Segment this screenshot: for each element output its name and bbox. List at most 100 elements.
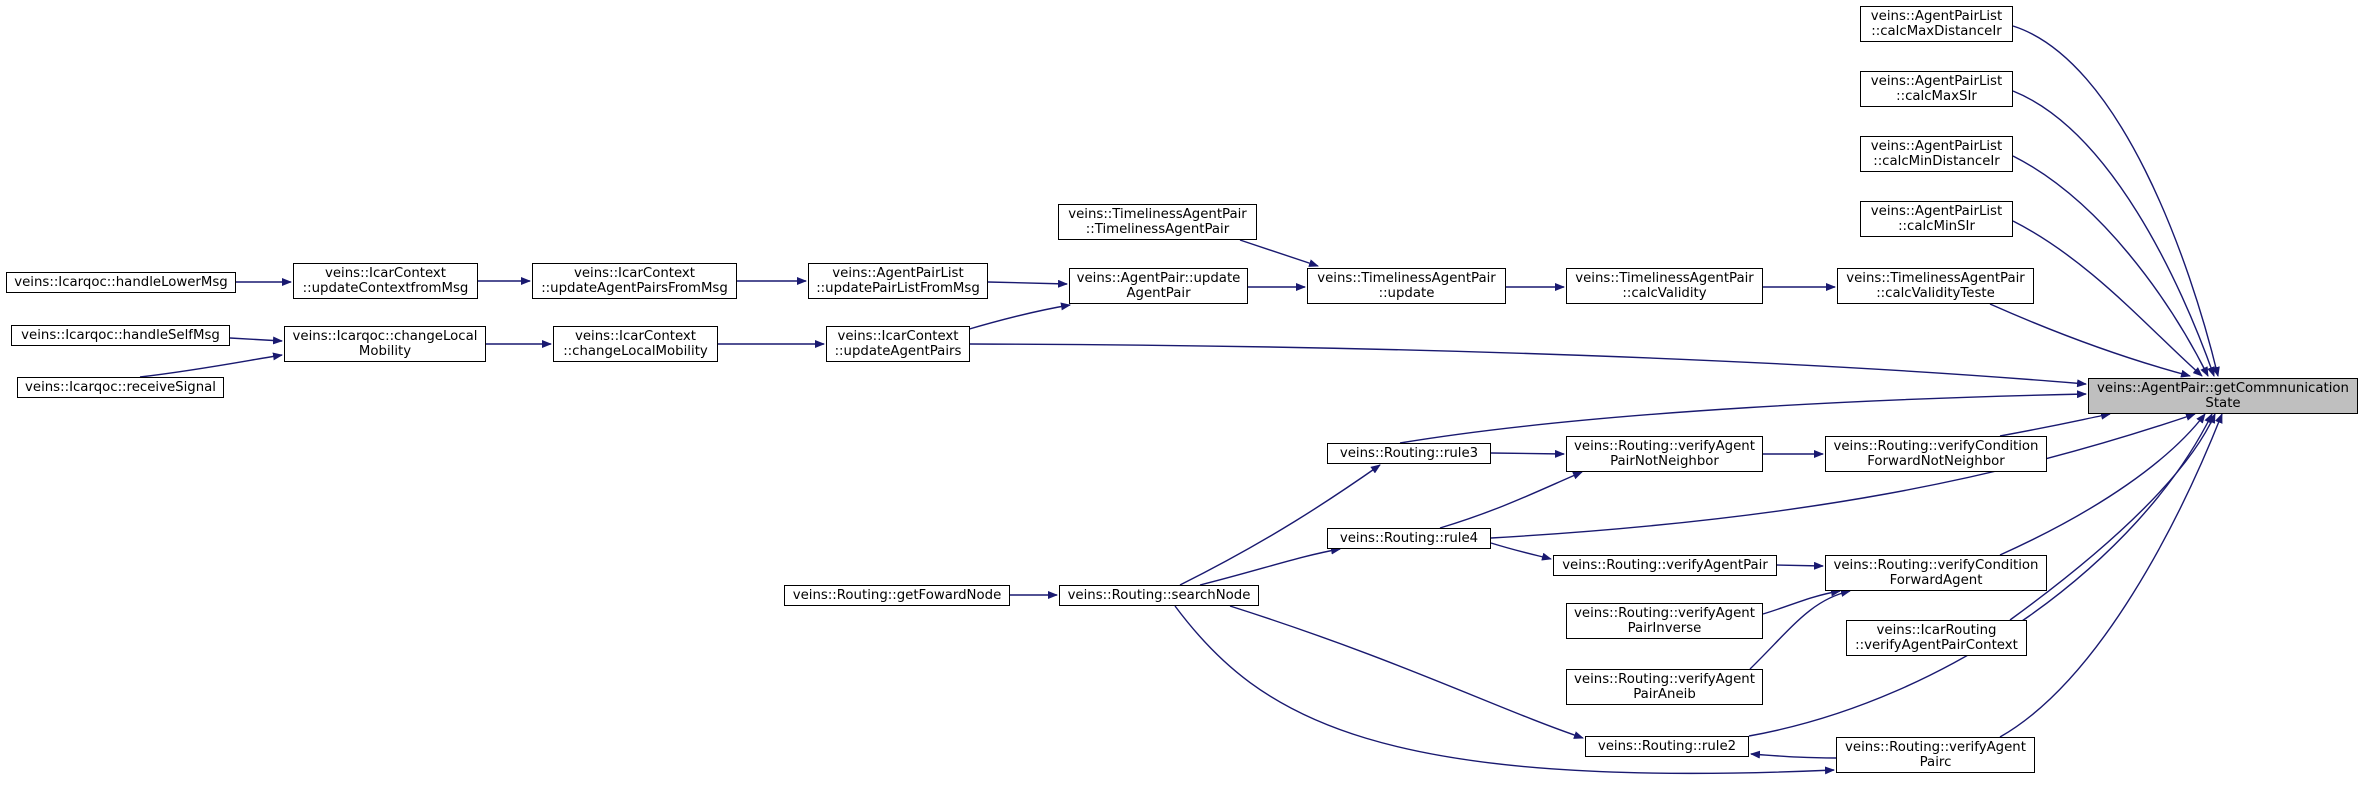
node-label: veins::Icarqoc::receiveSignal xyxy=(25,380,216,395)
node-verifyAgentPairInverse[interactable]: veins::Routing::verifyAgent PairInverse xyxy=(1566,603,1763,639)
node-label: AgentPair xyxy=(1126,286,1191,301)
node-label: veins::AgentPairList xyxy=(1870,139,2003,154)
node-label: veins::Routing::verifyCondition xyxy=(1833,439,2039,454)
node-getCommunicationState: veins::AgentPair::getCommnunication Stat… xyxy=(2088,378,2358,414)
node-label: State xyxy=(2205,396,2241,411)
node-verifyAgentPairc[interactable]: veins::Routing::verifyAgent Pairc xyxy=(1836,737,2035,773)
edge-searchNode-to-rule4 xyxy=(1199,546,1341,586)
node-label: Mobility xyxy=(358,344,412,359)
node-label: veins::IcarContext xyxy=(837,329,959,344)
node-label: veins::Routing::verifyCondition xyxy=(1833,558,2039,573)
node-calcMinDistanceIr[interactable]: veins::AgentPairList ::calcMinDistanceIr xyxy=(1860,136,2013,172)
edge-rule3-to-target xyxy=(1399,390,2087,444)
node-label: ::calcMinDistanceIr xyxy=(1873,154,2000,169)
edge-verifyAgentPairContext-to-target xyxy=(2009,413,2216,621)
node-verifyAgentPairContext[interactable]: veins::IcarRouting ::verifyAgentPairCont… xyxy=(1846,620,2027,656)
node-updateAgentPairsFromMsg[interactable]: veins::IcarContext ::updateAgentPairsFro… xyxy=(532,263,737,299)
node-label: ::update xyxy=(1378,286,1435,301)
node-label: PairInverse xyxy=(1627,621,1702,636)
node-verifyAgentPair[interactable]: veins::Routing::verifyAgentPair xyxy=(1553,555,1777,576)
node-label: veins::Routing::rule4 xyxy=(1339,531,1479,546)
node-label: ::changeLocalMobility xyxy=(563,344,708,359)
node-label: veins::IcarRouting xyxy=(1876,623,1997,638)
node-label: veins::Routing::verifyAgent xyxy=(1574,439,1755,454)
node-rule2[interactable]: veins::Routing::rule2 xyxy=(1585,736,1749,757)
node-ctxChangeLocalMobility[interactable]: veins::IcarContext ::changeLocalMobility xyxy=(553,326,718,362)
node-handleLowerMsg[interactable]: veins::Icarqoc::handleLowerMsg xyxy=(6,272,236,293)
node-updateContextfromMsg[interactable]: veins::IcarContext ::updateContextfromMs… xyxy=(293,263,478,299)
node-receiveSignal[interactable]: veins::Icarqoc::receiveSignal xyxy=(17,377,224,398)
edge-handleSelfMsg xyxy=(229,336,283,345)
node-label: veins::TimelinessAgentPair xyxy=(1068,207,1247,222)
node-updateAgentPairs[interactable]: veins::IcarContext ::updateAgentPairs xyxy=(826,326,970,362)
node-label: veins::Routing::verifyAgent xyxy=(1574,672,1755,687)
node-handleSelfMsg[interactable]: veins::Icarqoc::handleSelfMsg xyxy=(11,325,230,346)
node-label: veins::Routing::verifyAgent xyxy=(1574,606,1755,621)
node-label: ::TimelinessAgentPair xyxy=(1085,222,1230,237)
node-label: ::calcMaxSIr xyxy=(1896,89,1977,104)
node-getFowardNode[interactable]: veins::Routing::getFowardNode xyxy=(784,585,1010,606)
node-calcMinSIr[interactable]: veins::AgentPairList ::calcMinSIr xyxy=(1860,201,2013,237)
edge-rule4-to-target xyxy=(1490,413,2196,539)
edge-tapCtor xyxy=(1239,239,1319,267)
node-verifyAgentPairAneib[interactable]: veins::Routing::verifyAgent PairAneib xyxy=(1566,669,1763,705)
node-label: veins::AgentPairList xyxy=(1870,9,2003,24)
node-label: ::updateContextfromMsg xyxy=(302,281,469,296)
edge-receiveSignal xyxy=(139,352,283,378)
edge-rule4-to-verifyAgentPairNotNeighbor xyxy=(1439,471,1583,529)
node-label: veins::Routing::searchNode xyxy=(1067,588,1251,603)
node-label: ::updateAgentPairs xyxy=(834,344,962,359)
node-label: Pairc xyxy=(1919,755,1952,770)
node-searchNode[interactable]: veins::Routing::searchNode xyxy=(1059,585,1259,606)
node-calcValidity[interactable]: veins::TimelinessAgentPair ::calcValidit… xyxy=(1566,268,1763,304)
node-tapCtor[interactable]: veins::TimelinessAgentPair ::TimelinessA… xyxy=(1058,204,1257,240)
node-verifyAgentPairNotNeighbor[interactable]: veins::Routing::verifyAgent PairNotNeigh… xyxy=(1566,436,1763,472)
node-label: veins::IcarContext xyxy=(574,266,695,281)
edge-verifyConditionForwardAgent-to-target xyxy=(1999,413,2206,556)
edge-calcMinDistanceIr xyxy=(2012,155,2209,377)
node-label: ForwardAgent xyxy=(1889,573,1983,588)
node-label: ::updatePairListFromMsg xyxy=(816,281,980,296)
edge-calcMaxDistanceIr xyxy=(2012,25,2220,377)
edge-rule2-to-target xyxy=(1748,413,2213,737)
node-label: veins::Routing::verifyAgentPair xyxy=(1562,558,1768,573)
node-rule4[interactable]: veins::Routing::rule4 xyxy=(1327,528,1491,549)
edge-verifyAgentPairAneib-to-verifyConditionForwardAgent xyxy=(1749,589,1851,670)
node-updateAgentPair[interactable]: veins::AgentPair::update AgentPair xyxy=(1069,268,1248,304)
node-label: veins::AgentPairList xyxy=(832,266,964,281)
edge-updateAgentPairs-to-updateAgentPair xyxy=(965,302,1071,331)
node-label: veins::AgentPairList xyxy=(1870,204,2003,219)
node-tapUpdate[interactable]: veins::TimelinessAgentPair ::update xyxy=(1307,268,1506,304)
edge-calcMaxSIr xyxy=(2012,90,2215,377)
node-label: ::calcValidity xyxy=(1622,286,1707,301)
node-verifyConditionForwardAgent[interactable]: veins::Routing::verifyCondition ForwardA… xyxy=(1825,555,2047,591)
edge-searchNode-to-verifyAgentPairc xyxy=(1174,605,1835,775)
node-calcMaxDistanceIr[interactable]: veins::AgentPairList ::calcMaxDistanceIr xyxy=(1860,6,2013,42)
node-qocChangeLocalMobility[interactable]: veins::Icarqoc::changeLocal Mobility xyxy=(284,326,486,362)
edge-calcValidityTeste xyxy=(1989,303,2191,378)
node-label: PairAneib xyxy=(1633,687,1696,702)
node-label: veins::Icarqoc::handleLowerMsg xyxy=(14,275,228,290)
node-label: veins::IcarContext xyxy=(325,266,446,281)
node-rule3[interactable]: veins::Routing::rule3 xyxy=(1327,443,1491,464)
edge-rule3-to-verifyAgentPairNotNeighbor xyxy=(1490,449,1565,458)
node-label: veins::AgentPairList xyxy=(1870,74,2003,89)
node-label: ::calcMinSIr xyxy=(1898,219,1975,234)
node-label: veins::TimelinessAgentPair xyxy=(1846,271,2025,286)
node-label: veins::IcarContext xyxy=(575,329,696,344)
edge-verifyConditionForwardNotNeighbor-to-target xyxy=(1999,411,2111,437)
node-verifyConditionForwardNotNeighbor[interactable]: veins::Routing::verifyCondition ForwardN… xyxy=(1825,436,2047,472)
edge-searchNode-to-rule3 xyxy=(1179,464,1381,586)
edge-calcMinSIr xyxy=(2012,220,2203,377)
node-label: PairNotNeighbor xyxy=(1610,454,1719,469)
node-calcMaxSIr[interactable]: veins::AgentPairList ::calcMaxSIr xyxy=(1860,71,2013,107)
node-updatePairListFromMsg[interactable]: veins::AgentPairList ::updatePairListFro… xyxy=(808,263,988,299)
edge-updateAgentPairs-to-target xyxy=(969,343,2087,388)
node-label: veins::TimelinessAgentPair xyxy=(1575,271,1754,286)
edge-searchNode-to-rule2 xyxy=(1229,605,1584,739)
node-label: ::verifyAgentPairContext xyxy=(1855,638,2018,653)
node-label: veins::Routing::getFowardNode xyxy=(792,588,1002,603)
node-calcValidityTeste[interactable]: veins::TimelinessAgentPair ::calcValidit… xyxy=(1837,268,2034,304)
node-label: veins::Routing::rule2 xyxy=(1597,739,1737,754)
